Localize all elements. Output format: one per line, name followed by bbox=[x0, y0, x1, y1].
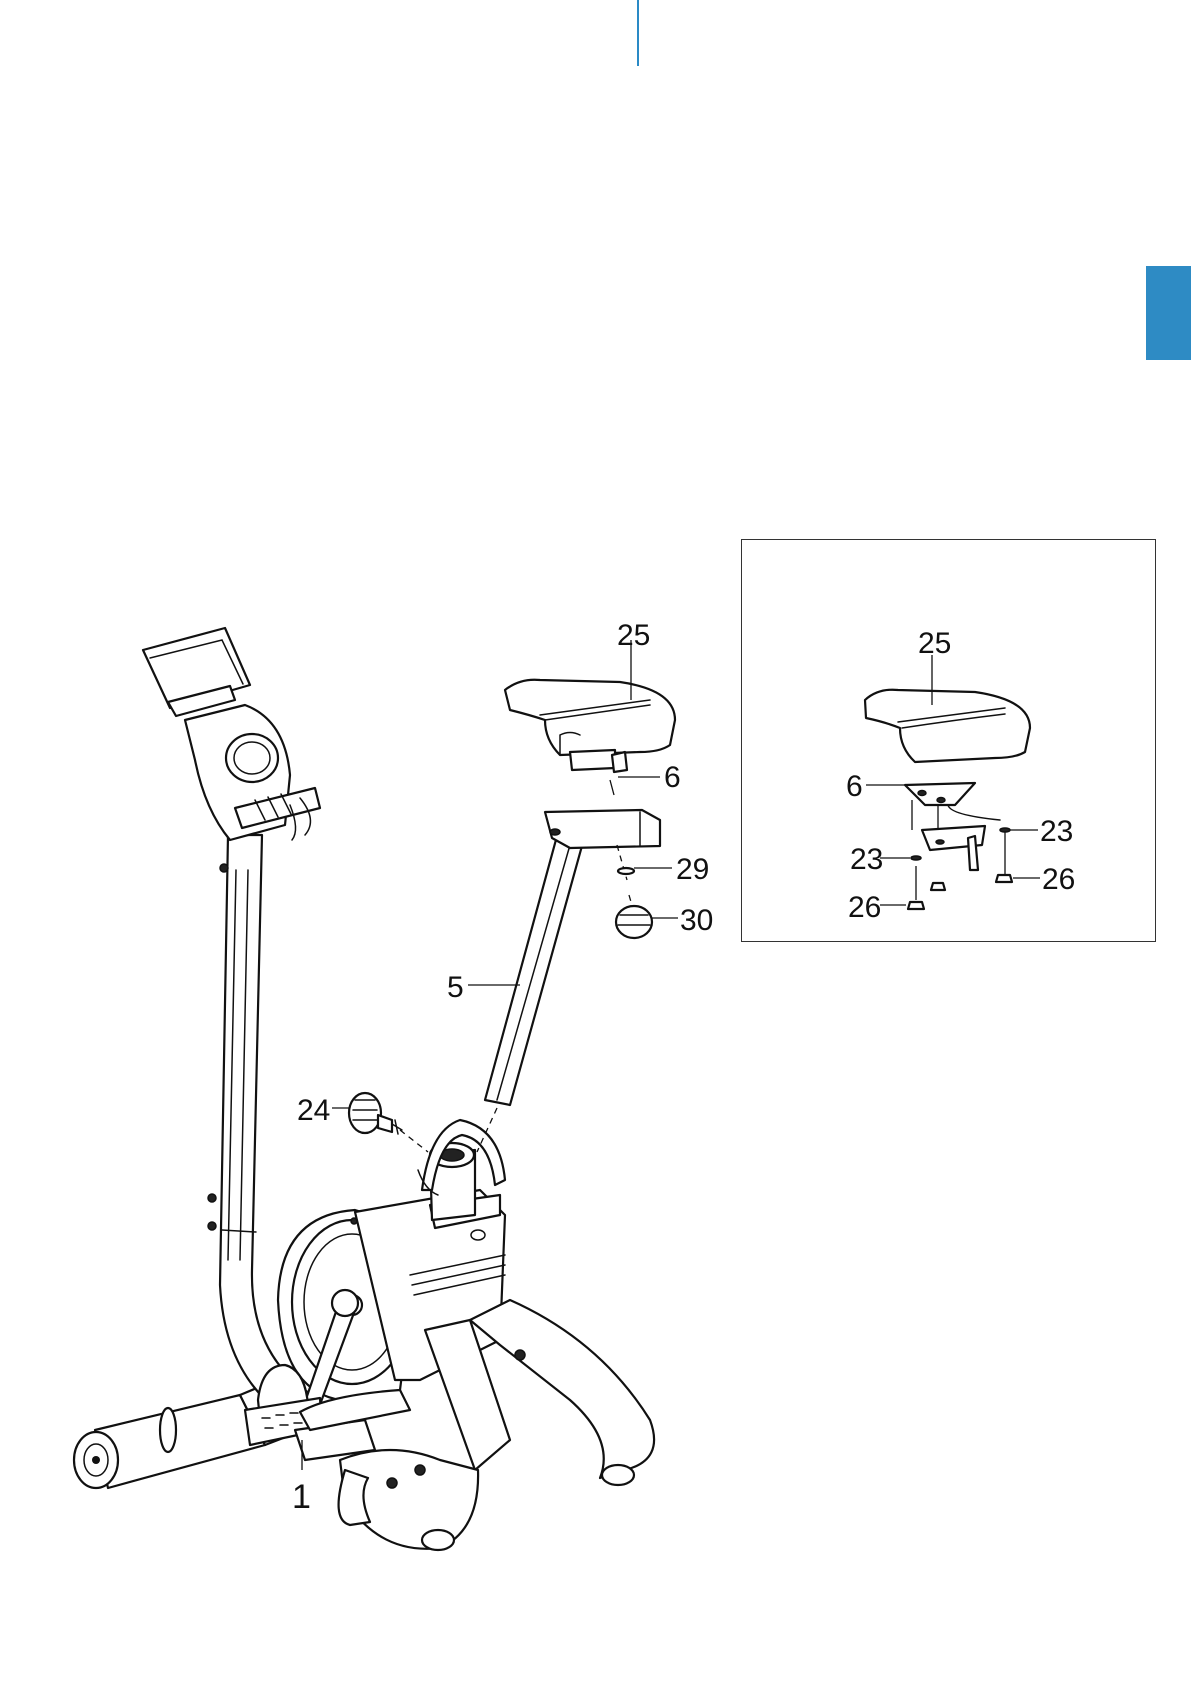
callout-5: 5 bbox=[447, 971, 464, 1004]
tension-knob bbox=[349, 1093, 428, 1152]
callout-6: 6 bbox=[664, 761, 681, 794]
inset-callout-6: 6 bbox=[846, 770, 863, 803]
console-head bbox=[185, 705, 320, 840]
inset-callout-25: 25 bbox=[918, 627, 951, 660]
seat-post bbox=[477, 810, 660, 1152]
callout-30: 30 bbox=[680, 904, 713, 937]
inset-callout-23-right: 23 bbox=[1040, 815, 1073, 848]
callout-1: 1 bbox=[292, 1478, 311, 1516]
inset-callout-23-left: 23 bbox=[850, 843, 883, 876]
inset-saddle-assembly bbox=[865, 690, 1030, 909]
callout-25: 25 bbox=[617, 619, 650, 652]
inset-callout-26-right: 26 bbox=[1042, 863, 1075, 896]
washer-and-knob bbox=[616, 868, 652, 938]
saddle bbox=[505, 680, 675, 912]
display-tablet bbox=[143, 628, 250, 716]
inset-callout-26-left: 26 bbox=[848, 891, 881, 924]
callout-24: 24 bbox=[297, 1094, 330, 1127]
callout-29: 29 bbox=[676, 853, 709, 886]
